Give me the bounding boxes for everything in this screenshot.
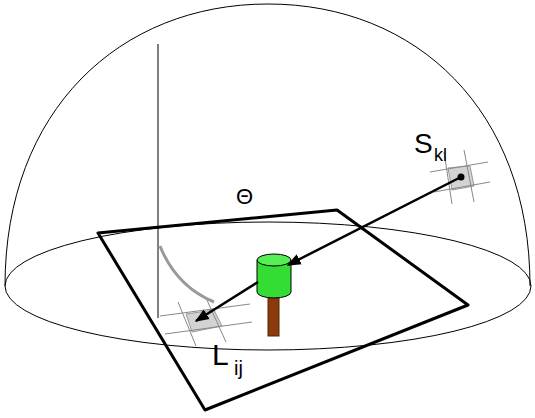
zenith-line [158, 44, 159, 318]
tree-crown [257, 254, 291, 298]
sky-cell-subscript: kl [434, 146, 447, 164]
base-ellipse [5, 222, 531, 350]
dome-outline [5, 4, 530, 286]
sky-cell-label: S [414, 130, 433, 158]
ground-plot [98, 210, 468, 410]
incoming-ray [288, 177, 461, 265]
projected-ray [196, 282, 258, 321]
ground-cell-label: L [212, 340, 229, 370]
angle-symbol: Θ [236, 186, 253, 208]
zenith-angle-arc [160, 246, 214, 302]
ground-cell-subscript: ij [234, 358, 243, 378]
ground-cell [160, 298, 252, 346]
